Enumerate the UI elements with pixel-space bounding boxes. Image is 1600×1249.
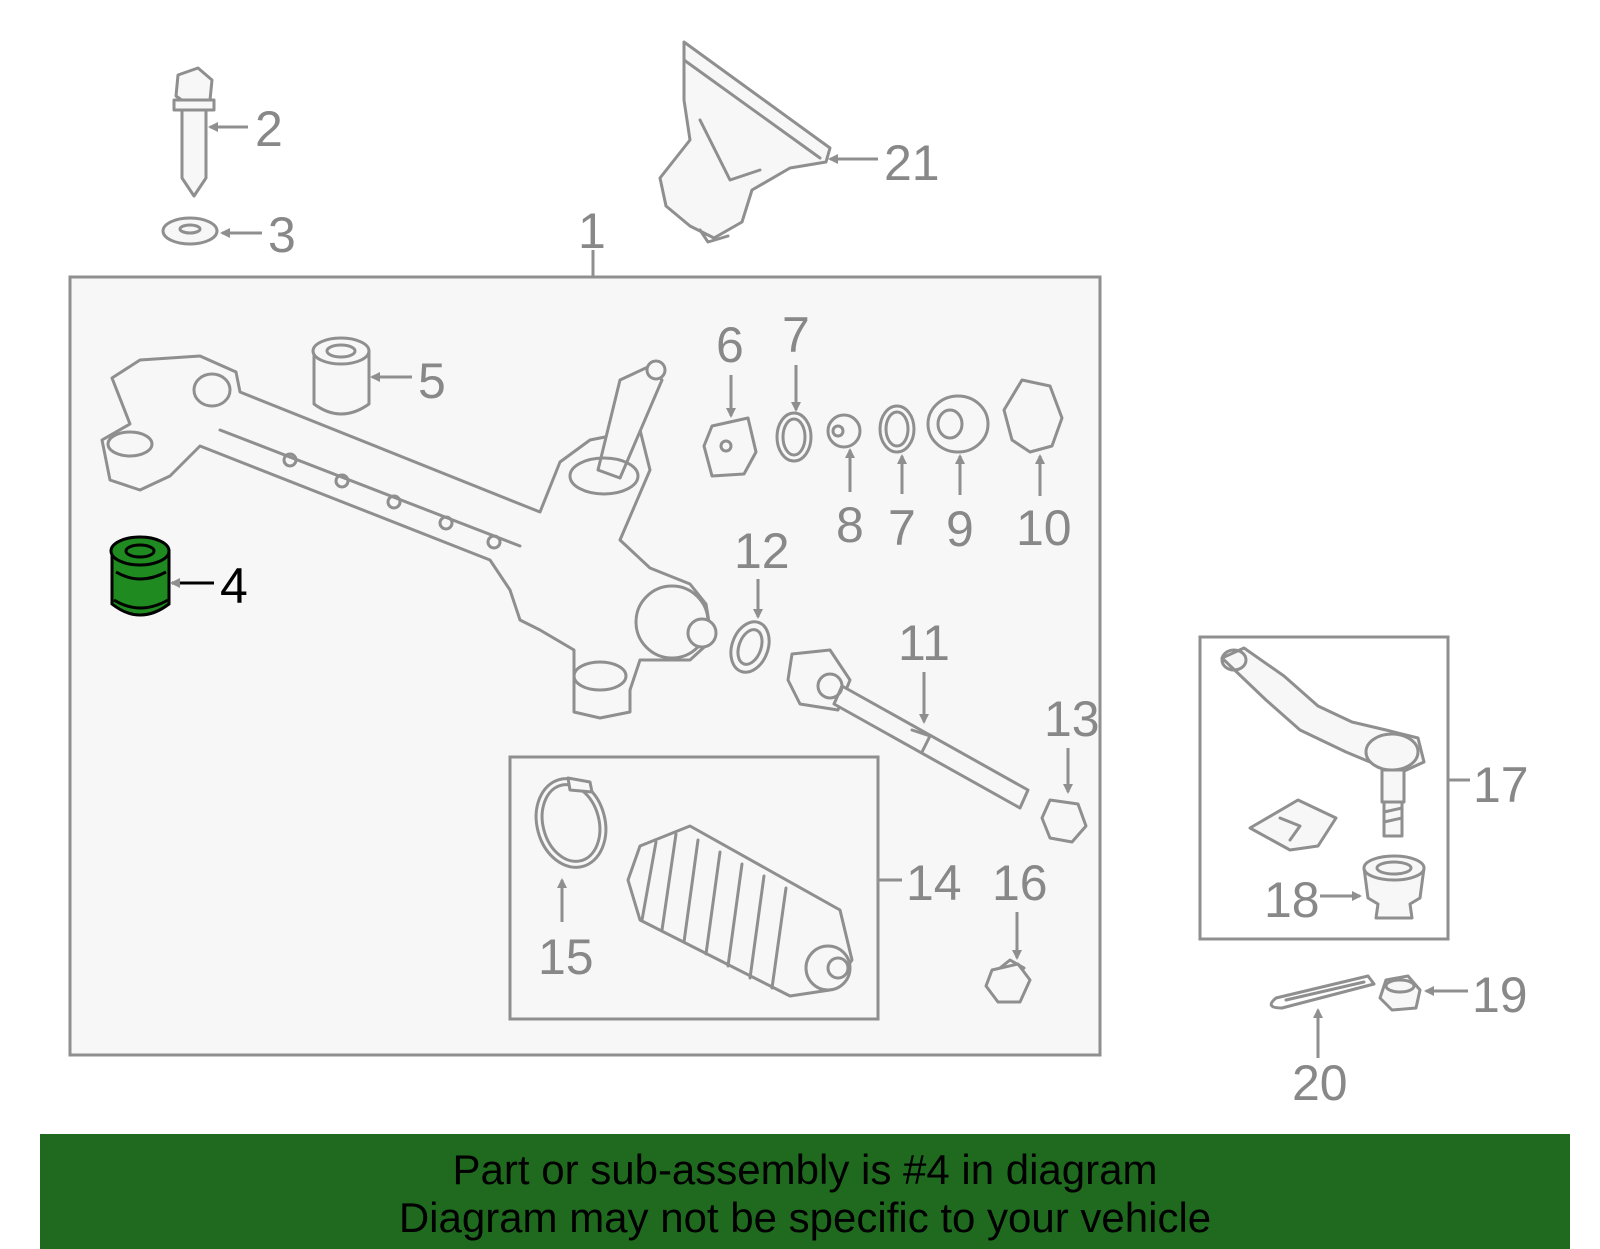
part-17-tie-rod-end[interactable] [1220,646,1426,852]
part-8-bushing[interactable] [826,413,862,449]
banner-line-disclaimer: Diagram may not be specific to your vehi… [398,1194,1212,1241]
label-12: 12 [734,523,790,579]
part-16-clip[interactable] [984,958,1032,1004]
part-4-body [110,549,171,617]
label-21: 21 [884,135,940,191]
label-9: 9 [946,501,974,557]
part-19-nut[interactable] [1378,974,1422,1012]
part-7-seal-lower[interactable] [878,404,916,454]
label-18: 18 [1264,872,1320,928]
label-3: 3 [268,207,296,263]
part-20-cotter-pin[interactable] [1269,974,1376,1010]
part-13-nut[interactable] [1040,798,1088,844]
label-7-upper: 7 [782,307,810,363]
banner-line-part: Part or sub-assembly is #4 in diagram [452,1146,1158,1193]
label-15: 15 [538,929,594,985]
part-4-bushing[interactable] [109,535,171,617]
label-16: 16 [992,855,1048,911]
label-20: 20 [1292,1055,1348,1111]
part-11-tie-rod[interactable] [786,648,1030,810]
label-6: 6 [716,317,744,373]
part-5-bushing[interactable] [311,336,371,416]
label-11: 11 [898,615,950,671]
part-3-washer[interactable] [161,216,219,246]
part-9-bushing[interactable] [926,394,990,454]
part-2-bolt[interactable] [172,66,216,198]
part-10-cover[interactable] [1002,378,1064,454]
rack-housing [100,354,718,720]
label-2: 2 [255,101,283,157]
label-17: 17 [1473,757,1529,813]
info-banner: Part or sub-assembly is #4 in diagram Di… [40,1134,1570,1249]
part-15-clamp[interactable] [527,771,616,876]
label-8: 8 [836,497,864,553]
label-19: 19 [1472,967,1528,1023]
part-6-plug[interactable] [702,416,758,478]
label-10: 10 [1016,500,1072,556]
part-21-cover[interactable] [658,40,832,244]
label-1: 1 [578,203,606,259]
label-5: 5 [418,353,446,409]
label-7-lower: 7 [888,500,916,556]
label-4: 4 [220,558,248,614]
label-14: 14 [906,855,962,911]
part-7-seal-upper[interactable] [775,411,813,463]
part-18-boot[interactable] [1362,854,1426,920]
label-13: 13 [1044,691,1100,747]
boot[interactable] [626,824,854,998]
part-12-seal[interactable] [724,616,776,677]
